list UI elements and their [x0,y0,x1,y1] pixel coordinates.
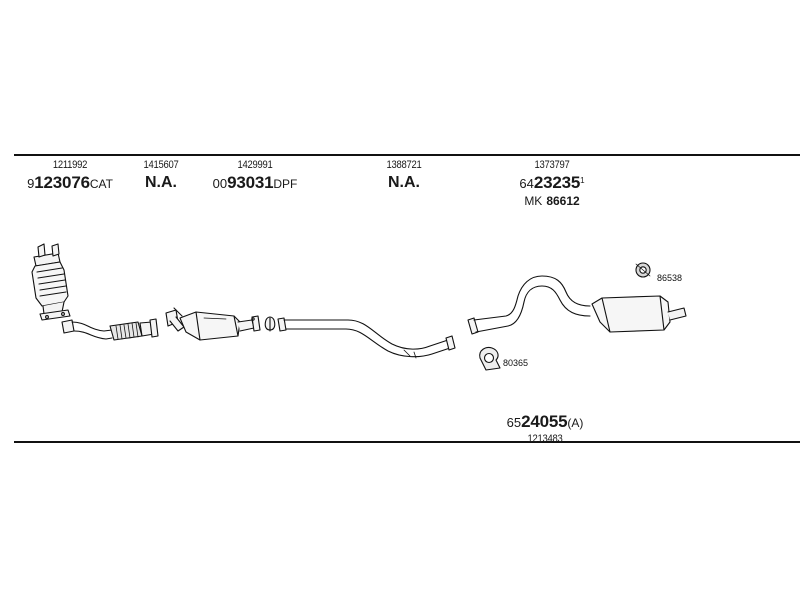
part-oe-number: 1373797 [534,159,570,171]
rubber-mount-drawing [635,262,651,278]
part-middle-pipe: 1388721 N.A. [366,159,442,192]
callout-86538: 86538 [657,273,682,283]
front-pipe-drawing [61,318,159,341]
part-dpf: 1429991 0093031DPF [205,159,305,194]
part-oe-number: 1211992 [52,159,88,171]
part-tail-pipe: 6524055(A) 1213483 [490,411,600,446]
part-oe-number: 1429991 [237,159,273,171]
dpf-drawing [165,307,261,341]
middle-pipe-drawing [277,317,456,359]
top-divider [14,154,800,156]
part-number: 0093031DPF [212,173,298,192]
clamp-drawing [264,316,276,332]
callout-80365: 80365 [503,358,528,368]
part-not-available: N.A. [145,174,177,191]
gasket-drawing [479,346,501,371]
bottom-divider [14,441,800,443]
part-catalyst: 1211992 9123076CAT [20,159,120,194]
part-number: 64232351 [519,173,585,192]
rear-silencer-drawing [467,275,687,335]
part-front-pipe: 1415607 N.A. [123,159,199,192]
part-number: 6524055(A) [506,412,584,431]
part-oe-number: 1415607 [143,159,179,171]
part-oe-number: 1213483 [527,433,563,445]
part-not-available: N.A. [388,174,420,191]
catalyst-drawing [31,243,71,321]
part-number: 9123076CAT [27,173,113,192]
part-oe-number: 1388721 [386,159,422,171]
